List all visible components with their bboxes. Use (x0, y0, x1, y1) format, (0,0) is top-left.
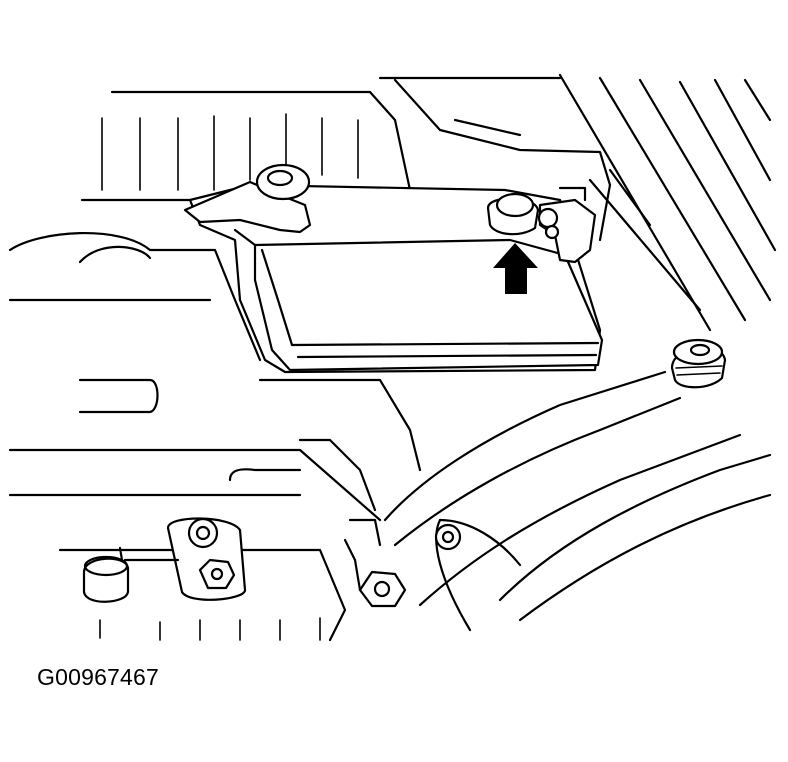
battery-tray (8, 231, 422, 642)
battery-hold-down-bracket (343, 370, 772, 632)
grommet-plug (670, 338, 727, 389)
figure-id-label: G00967467 (37, 664, 160, 690)
bracket-bolt-bottom (358, 570, 407, 608)
air-cleaner-housing (80, 76, 612, 242)
arrow-up-icon (493, 243, 538, 294)
bracket-bolt-top (434, 523, 462, 551)
negative-terminal (486, 186, 597, 264)
positive-terminal-cover (183, 163, 312, 234)
hose-stub (82, 555, 130, 603)
fender-hatching (558, 73, 777, 332)
tray-clamp (118, 517, 247, 601)
